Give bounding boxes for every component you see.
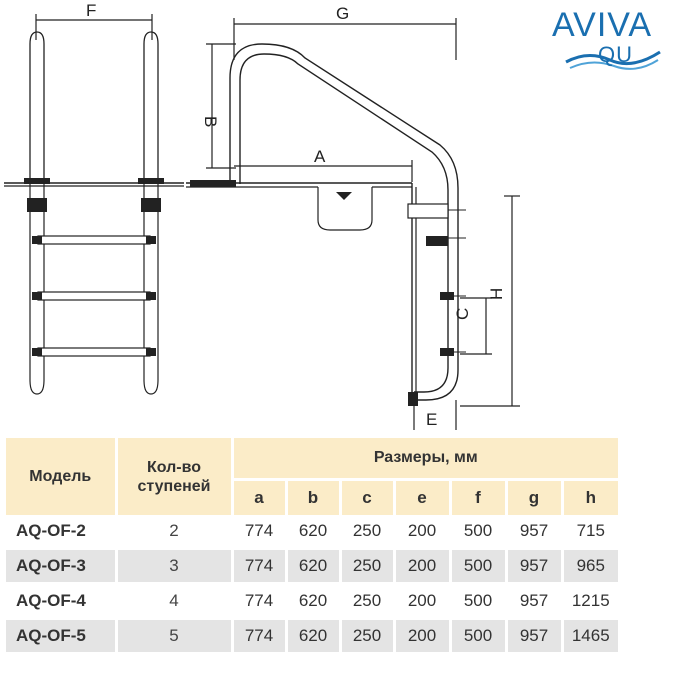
column-header-e: e	[392, 478, 450, 515]
size-cell-h: 1215	[560, 583, 619, 620]
dim-label-a: A	[314, 147, 326, 166]
size-cell-g: 957	[504, 583, 562, 620]
model-cell: AQ-OF-3	[6, 548, 116, 585]
size-cell-c: 250	[338, 548, 394, 585]
steps-cell: 2	[114, 515, 232, 550]
size-cell-a: 774	[230, 548, 286, 585]
size-cell-g: 957	[504, 515, 562, 550]
size-cell-b: 620	[284, 515, 340, 550]
model-header: Модель	[6, 438, 116, 515]
size-cell-b: 620	[284, 618, 340, 655]
size-cell-c: 250	[338, 583, 394, 620]
size-cell-b: 620	[284, 583, 340, 620]
size-cell-a: 774	[230, 618, 286, 655]
model-cell: AQ-OF-4	[6, 583, 116, 620]
size-cell-f: 500	[448, 515, 506, 550]
aviva-aqua-logo: AVIVA QU	[548, 2, 680, 82]
size-cell-h: 1465	[560, 618, 619, 655]
model-cell: AQ-OF-5	[6, 618, 116, 655]
size-cell-e: 200	[392, 583, 450, 620]
dim-label-b: B	[201, 116, 220, 127]
size-cell-h: 965	[560, 548, 619, 585]
size-cell-a: 774	[230, 515, 286, 550]
column-header-c: c	[338, 478, 394, 515]
column-header-f: f	[448, 478, 506, 515]
size-cell-f: 500	[448, 583, 506, 620]
size-cell-f: 500	[448, 618, 506, 655]
steps-cell: 4	[114, 583, 232, 620]
sizes-header: Размеры, мм	[230, 438, 619, 480]
ladder-steps	[32, 235, 156, 357]
logo-text-bottom: QU	[598, 42, 633, 67]
dim-label-f: F	[86, 1, 96, 20]
column-header-h: h	[560, 478, 619, 515]
dim-label-e: E	[426, 410, 437, 429]
size-cell-e: 200	[392, 618, 450, 655]
column-header-g: g	[504, 478, 562, 515]
ladder-drawing: F G B A C H E	[4, 1, 520, 430]
size-cell-c: 250	[338, 515, 394, 550]
steps-cell: 3	[114, 548, 232, 585]
logo-text-top: AVIVA	[552, 6, 653, 44]
column-header-a: a	[230, 478, 286, 515]
size-cell-g: 957	[504, 618, 562, 655]
size-cell-c: 250	[338, 618, 394, 655]
size-cell-h: 715	[560, 515, 619, 550]
dim-label-h: H	[487, 288, 506, 300]
steps-cell: 5	[114, 618, 232, 655]
size-cell-a: 774	[230, 583, 286, 620]
size-cell-b: 620	[284, 548, 340, 585]
size-cell-g: 957	[504, 548, 562, 585]
column-header-b: b	[284, 478, 340, 515]
dim-label-g: G	[336, 4, 349, 23]
size-cell-e: 200	[392, 515, 450, 550]
size-cell-e: 200	[392, 548, 450, 585]
size-cell-f: 500	[448, 548, 506, 585]
steps-header: Кол-во ступеней	[114, 438, 232, 515]
dim-label-c: C	[453, 308, 472, 320]
model-cell: AQ-OF-2	[6, 515, 116, 550]
